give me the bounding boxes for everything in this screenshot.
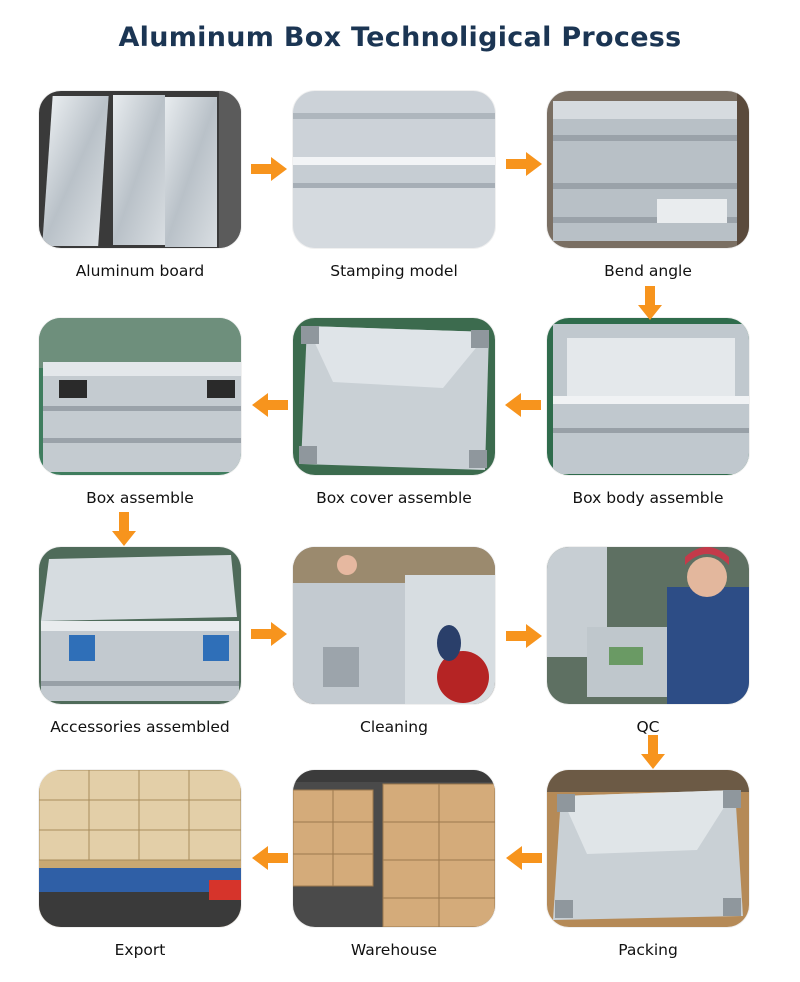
step-warehouse: Warehouse — [293, 770, 495, 959]
step-label: Accessories assembled — [50, 718, 230, 736]
step-stamping-model: Stamping model — [293, 91, 495, 280]
accessories-assembled-photo — [39, 547, 241, 704]
step-label: Box cover assemble — [316, 489, 472, 507]
qc-photo — [547, 547, 749, 704]
arrow-right-icon — [251, 157, 287, 181]
step-cleaning: Cleaning — [293, 547, 495, 736]
arrow-left-icon — [505, 393, 541, 417]
warehouse-photo — [293, 770, 495, 927]
arrow-down-icon — [112, 512, 136, 546]
step-aluminum-board: Aluminum board — [39, 91, 241, 280]
step-qc: QC — [547, 547, 749, 736]
step-label: Packing — [618, 941, 678, 959]
step-packing: Packing — [547, 770, 749, 959]
aluminum-board-photo — [39, 91, 241, 248]
arrow-right-icon — [506, 152, 542, 176]
bend-angle-photo — [547, 91, 749, 248]
step-export: Export — [39, 770, 241, 959]
step-box-body-assemble: Box body assemble — [547, 318, 749, 507]
cleaning-photo — [293, 547, 495, 704]
step-label: Cleaning — [360, 718, 428, 736]
step-label: Export — [114, 941, 166, 959]
step-label: Box body assemble — [572, 489, 724, 507]
packing-photo — [547, 770, 749, 927]
step-label: Aluminum board — [75, 262, 205, 280]
arrow-right-icon — [506, 624, 542, 648]
arrow-down-icon — [638, 286, 662, 320]
arrow-left-icon — [252, 846, 288, 870]
arrow-left-icon — [506, 846, 542, 870]
step-label: QC — [636, 718, 660, 736]
box-body-assemble-photo — [547, 318, 749, 475]
box-cover-assemble-photo — [293, 318, 495, 475]
box-assemble-photo — [39, 318, 241, 475]
diagram-title: Aluminum Box Technoligical Process — [118, 22, 682, 53]
step-box-assemble: Box assemble — [39, 318, 241, 507]
step-label: Box assemble — [86, 489, 194, 507]
step-accessories-assembled: Accessories assembled — [39, 547, 241, 736]
stamping-model-photo — [293, 91, 495, 248]
step-label: Bend angle — [604, 262, 692, 280]
step-label: Warehouse — [350, 941, 438, 959]
arrow-left-icon — [252, 393, 288, 417]
arrow-right-icon — [251, 622, 287, 646]
step-label: Stamping model — [330, 262, 458, 280]
export-photo — [39, 770, 241, 927]
step-bend-angle: Bend angle — [547, 91, 749, 280]
arrow-down-icon — [641, 735, 665, 769]
step-box-cover-assemble: Box cover assemble — [293, 318, 495, 507]
